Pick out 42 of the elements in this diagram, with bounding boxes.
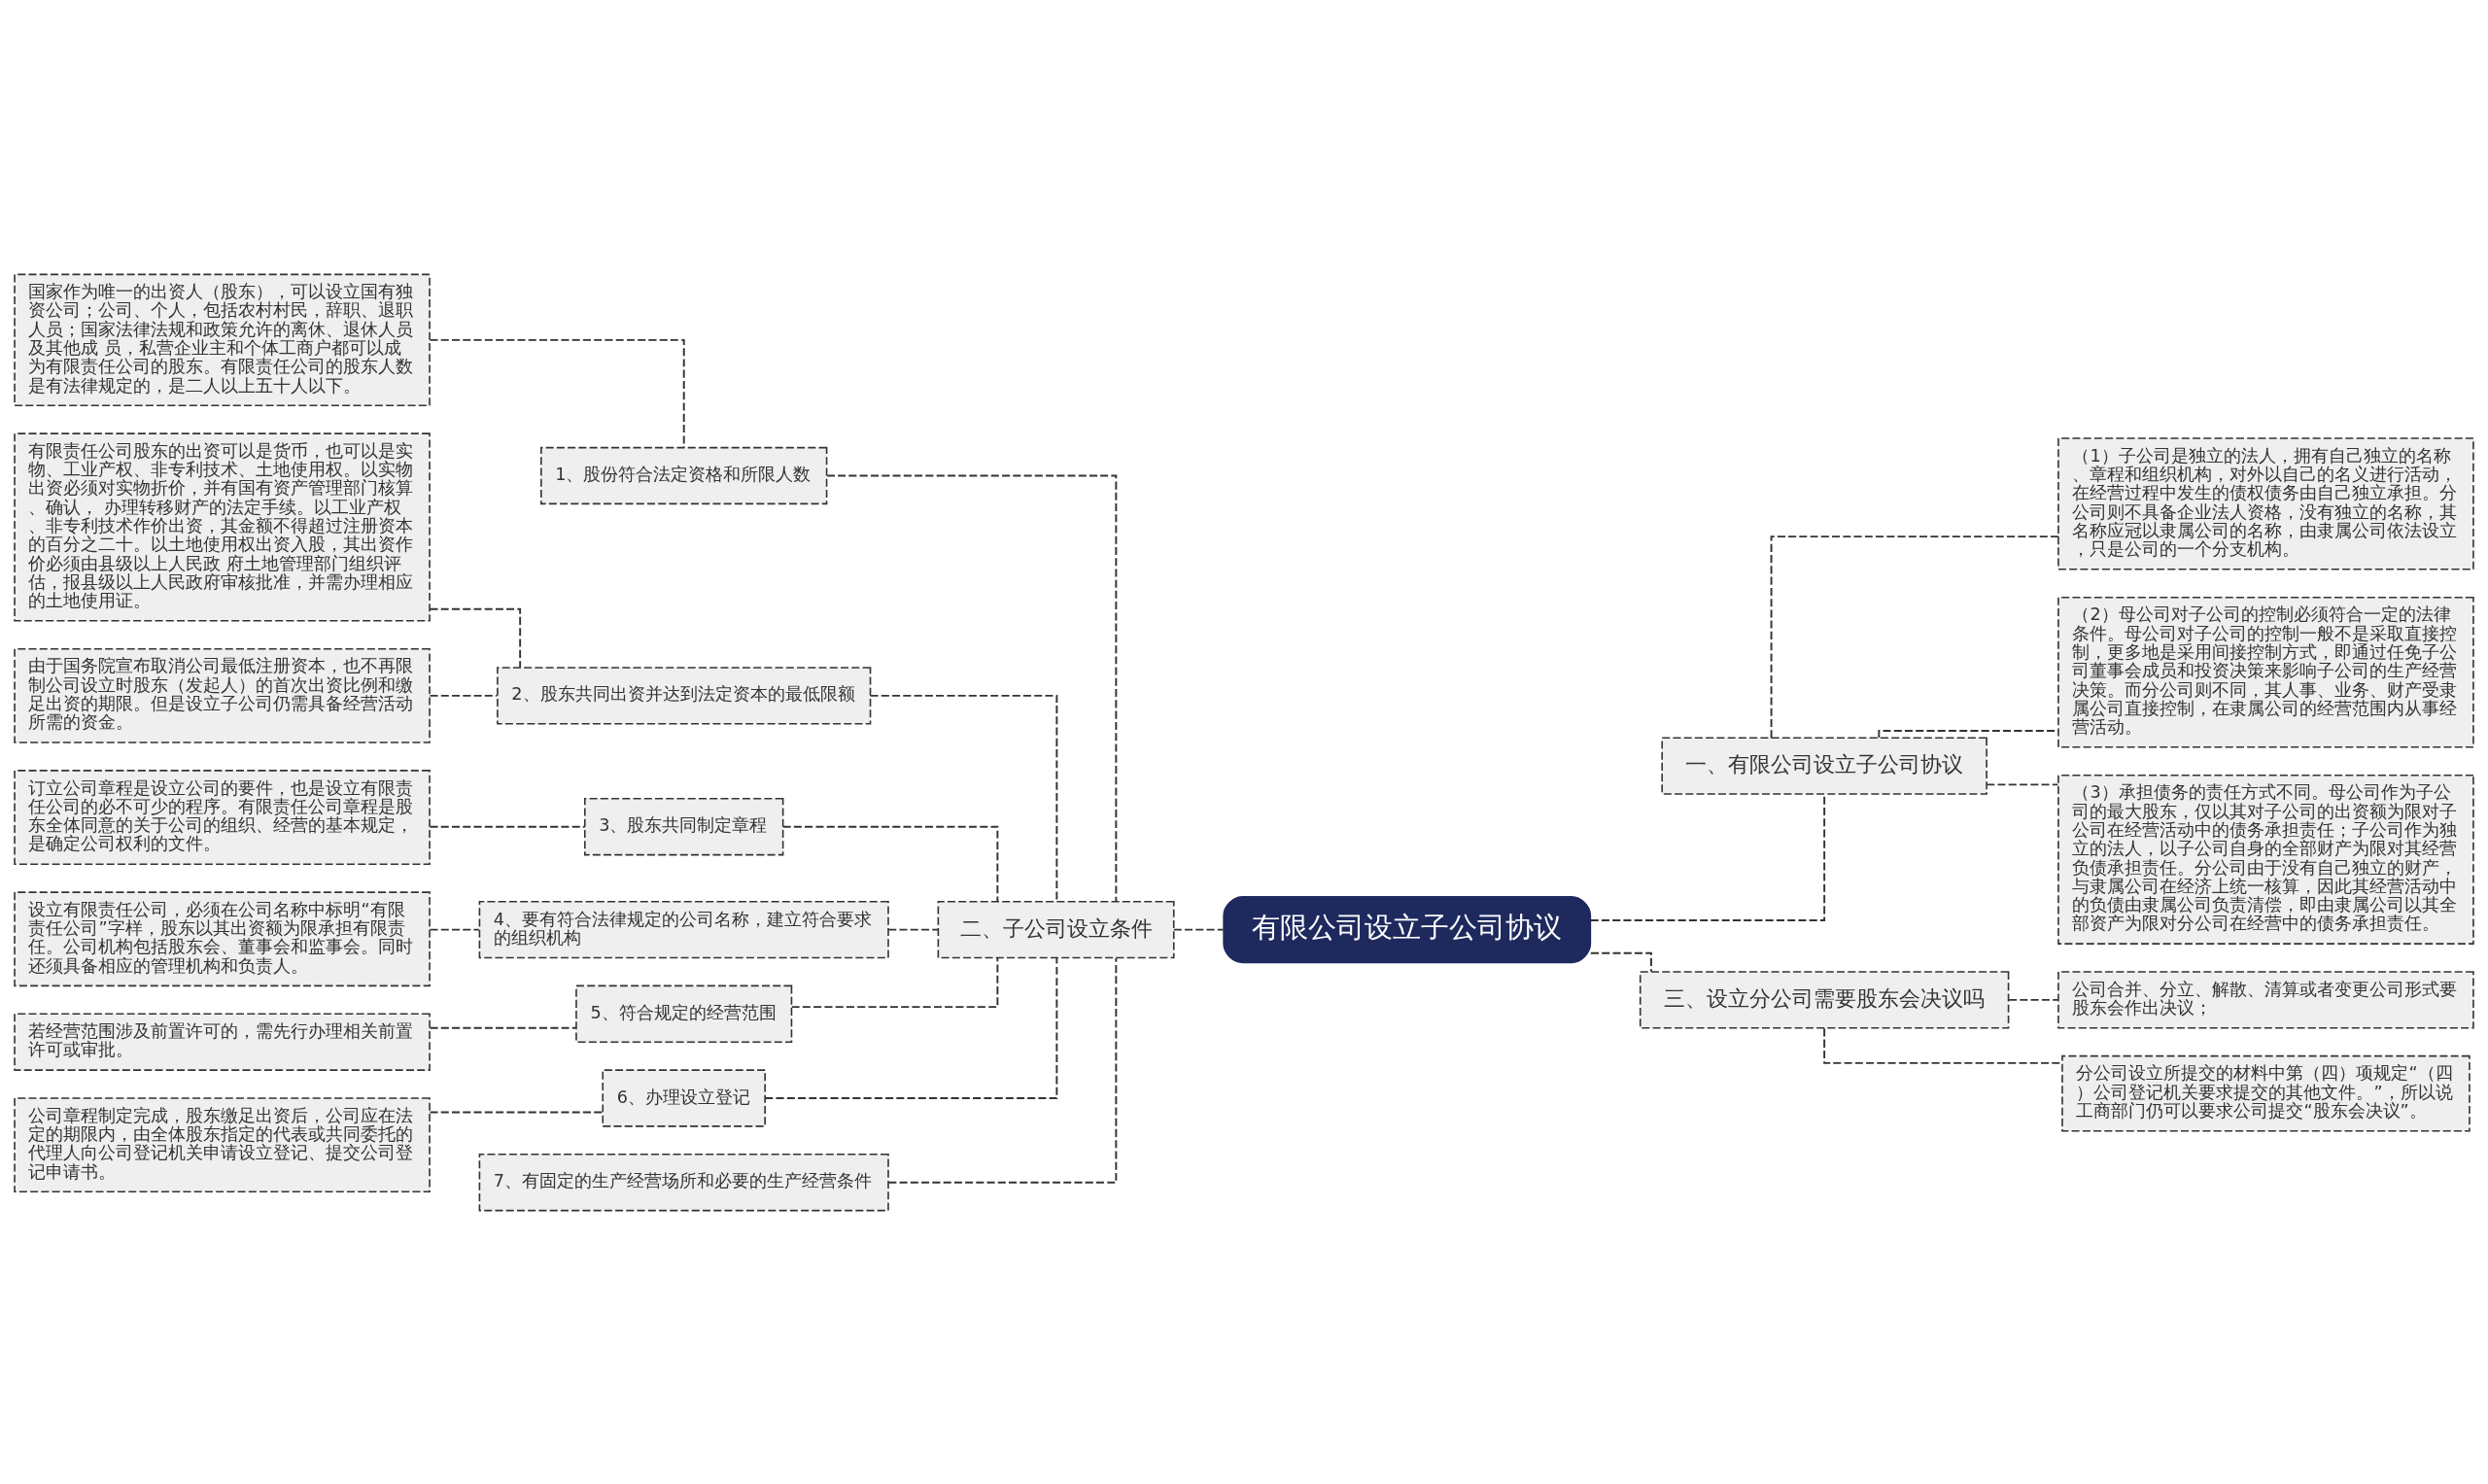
- node-box: 有限责任公司股东的出资可以是货币，也可以是实物、工业产权、非专利技术、土地使用权。以实物出资必须对实物折价，并有国有资产管理部门核算、确认， 办理转移财产的法定手续。以工业产权、非专利技术作价出资，其金额不得超过注册资本的百分之二十。以土地使用权出资入股，其出资作价必须由县级以上人民政 府土地管理部门组织评估，报县级以上人民政府审核批准，并需办理相应的土地使用证。: [14, 431, 431, 622]
- node-box: 公司合并、分立、解散、清算或者变更公司形式要股东会作出决议；: [2057, 970, 2474, 1029]
- node-box: 5、符合规定的经营范围: [575, 984, 793, 1043]
- connector: [781, 825, 999, 903]
- node-box: 4、要有符合法律规定的公司名称，建立符合要求的组织机构: [478, 900, 889, 958]
- connector: [429, 338, 685, 449]
- node-box: 国家作为唯一的出资人（股东），可以设立国有独资公司；公司、个人，包括农村村民，辞职、退职人员；国家法律法规和政策允许的离休、退休人员及其他成 员，私营企业主和个体工商户都可以成为有限责任公司的股东。有限责任公司的股东人数是有法律规定的，是二人以上五十人以下。: [14, 273, 431, 406]
- connector: [429, 1026, 577, 1029]
- node-box: （1）子公司是独立的法人，拥有自己独立的名称、章程和组织机构，对外以自己的名义进行活动，在经营过程中发生的债权债务由自己独立承担。分公司则不具备企业法人资格，没有独立的名称，其名称应冠以隶属公司的名称，由隶属公司依法设立，只是公司的一个分支机构。: [2057, 436, 2474, 570]
- connector: [1878, 729, 2059, 739]
- node-box: 由于国务院宣布取消公司最低注册资本，也不再限制公司设立时股东（发起人）的首次出资比例和缴足出资的期限。但是设立子公司仍需具备经营活动所需的资金。: [14, 647, 431, 743]
- node-box: 7、有固定的生产经营场所和必要的生产经营条件: [478, 1153, 889, 1211]
- node-box: 2、股东共同出资并达到法定资本的最低限额: [497, 666, 872, 725]
- node-box: 有限公司设立子公司协议: [1223, 895, 1592, 963]
- connector: [1589, 951, 1652, 973]
- node-box: 三、设立分公司需要股东会决议吗: [1639, 970, 2010, 1029]
- node-box: 公司章程制定完成，股东缴足出资后，公司应在法定的期限内，由全体股东指定的代表或共同委托的代理人向公司登记机关申请设立登记、提交公司登记申请书。: [14, 1096, 431, 1192]
- connector: [429, 694, 499, 697]
- connector: [429, 825, 586, 828]
- connector: [429, 1111, 604, 1113]
- connector: [826, 474, 1118, 902]
- connector: [887, 956, 1118, 1184]
- connector: [1172, 928, 1225, 931]
- connector: [1770, 535, 2059, 739]
- connector: [1986, 782, 2059, 785]
- connector: [429, 607, 522, 669]
- node-box: 一、有限公司设立子公司协议: [1661, 736, 1987, 795]
- node-box: 1、股份符合法定资格和所限人数: [540, 446, 828, 504]
- node-box: 订立公司章程是设立公司的要件，也是设立有限责任公司的必不可少的程序。有限责任公司章程是股东全体同意的关于公司的组织、经营的基本规定，是确定公司权利的文件。: [14, 769, 431, 865]
- connector: [790, 956, 999, 1008]
- node-box: 6、办理设立登记: [602, 1068, 766, 1127]
- node-box: 设立有限责任公司，必须在公司名称中标明“有限责任公司”字样，股东以其出资额为限承担有限责任。公司机构包括股东会、董事会和监事会。同时还须具备相应的管理机构和负责人。: [14, 890, 431, 986]
- node-box: 3、股东共同制定章程: [583, 797, 784, 855]
- node-box: 分公司设立所提交的材料中第（四）项规定“（四）公司登记机关要求提交的其他文件。”，所以说工商部门仍可以要求公司提交“股东会决议”。: [2061, 1054, 2471, 1131]
- connector: [764, 956, 1058, 1099]
- connector: [887, 928, 940, 931]
- node-box: （2）母公司对子公司的控制必须符合一定的法律条件。母公司对子公司的控制一般不是采取直接控制，更多地是采用间接控制方式，即通过任免子公司董事会成员和投资决策来影响子公司的生产经营决策。而分公司则不同，其人事、业务、财产受隶属公司直接控制，在隶属公司的经营范围内从事经营活动。: [2057, 596, 2474, 748]
- node-box: 二、子公司设立条件: [937, 900, 1175, 958]
- connector: [2008, 998, 2059, 1001]
- node-box: 若经营范围涉及前置许可的，需先行办理相关前置许可或审批。: [14, 1013, 431, 1071]
- connector: [429, 928, 480, 931]
- node-box: （3）承担债务的责任方式不同。母公司作为子公司的最大股东，仅以其对子公司的出资额为限对子公司在经营活动中的债务承担责任；子公司作为独立的法人，以子公司自身的全部财产为限对其经营负债承担责任。分公司由于没有自己独立的财产，与隶属公司在经济上统一核算，因此其经营活动中的负债由隶属公司负责清偿，即由隶属公司以其全部资产为限对分公司在经营中的债务承担责任。: [2057, 774, 2474, 945]
